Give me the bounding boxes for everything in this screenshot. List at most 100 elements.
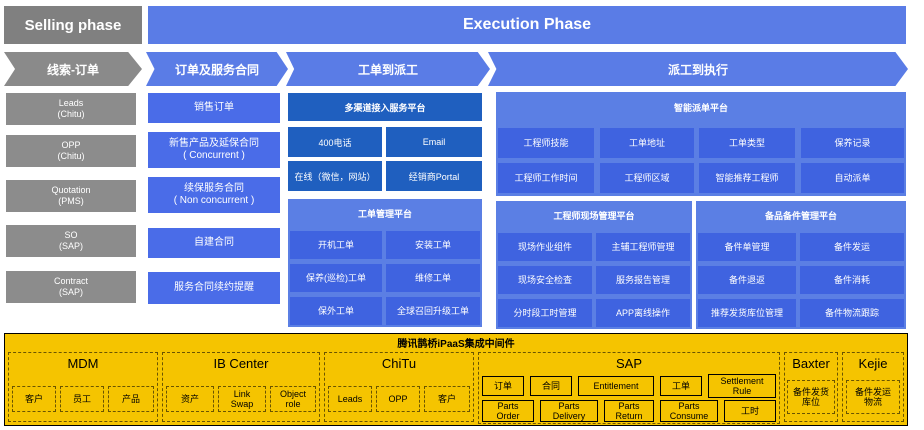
smart-item-label: 工程师技能 (523, 138, 569, 148)
workorder-item: 开机工单 (290, 231, 382, 259)
stage-label: 工单到派工 (357, 62, 418, 77)
smart-item: 工程师技能 (498, 128, 594, 158)
baxter-name: Baxter (792, 355, 830, 371)
ib-center-group (162, 352, 320, 422)
parts-item-label: 备件消耗 (833, 275, 870, 285)
ib-center-group-title: IB Center (162, 354, 320, 372)
parts-item-label: 备件物流跟踪 (824, 308, 879, 318)
parts-item: 备件发运 (800, 233, 904, 261)
execution-phase-header: Execution Phase (148, 6, 906, 44)
order-item-concurrent: 新售产品及延保合同( Concurrent ) (148, 132, 280, 168)
baxter-group-title: Baxter (784, 354, 838, 372)
sap-item-label: Parts Consume (669, 401, 709, 421)
sap-item-label: 合同 (541, 381, 560, 391)
order-item-sales-order: 销售订单 (148, 93, 280, 123)
field-item: 分时段工时管理 (498, 299, 592, 327)
smart-item-label: 智能推荐工程师 (715, 173, 779, 183)
field-item-label: APP离线操作 (615, 308, 670, 318)
ib-item-label: Object role (279, 389, 306, 409)
ib-item: Link Swap (218, 386, 266, 412)
channel-item-email: Email (386, 127, 482, 157)
sap-item: Parts Delivery (540, 400, 598, 422)
selling-item-so: SO(SAP) (6, 225, 136, 257)
smart-item-label: 工单地址 (628, 138, 665, 148)
selling-item-quotation: Quotation(PMS) (6, 180, 136, 212)
channel-platform-title-text: 多渠道接入服务平台 (344, 102, 426, 113)
workorder-label: 安装工单 (414, 240, 451, 250)
smart-item-label: 自动派单 (834, 173, 871, 183)
item-line1: 新售产品及延保合同 (169, 138, 259, 149)
kejie-item-label: 备件发运物流 (854, 387, 891, 407)
item-line1: SO (64, 230, 78, 240)
sap-item-label: 工时 (740, 406, 759, 416)
stage-label: 订单及服务合同 (174, 62, 259, 77)
ib-center-name: IB Center (213, 355, 269, 371)
mdm-item: 客户 (12, 386, 56, 412)
chitu-item-label: OPP (388, 394, 408, 404)
item-line1: 销售订单 (194, 102, 234, 113)
order-item-renewal-reminder: 服务合同续约提醒 (148, 272, 280, 304)
parts-item-label: 备件发运 (833, 242, 870, 252)
sap-group-title: SAP (478, 354, 780, 372)
sap-item: Parts Order (482, 400, 534, 422)
ipaas-middleware-title: 腾讯鹊桥iPaaS集成中间件 (4, 335, 908, 350)
kejie-name: Kejie (858, 355, 888, 371)
chitu-group-title: ChiTu (324, 354, 474, 372)
field-item-label: 主辅工程师管理 (611, 242, 675, 252)
stage-chevron-dispatch-execution: 派工到执行 (488, 52, 908, 86)
item-line1: Quotation (51, 185, 91, 195)
item-line2: ( Non concurrent ) (173, 195, 255, 206)
chitu-item-label: 客户 (437, 394, 456, 404)
kejie-group (842, 352, 904, 422)
sap-item-label: Parts Delivery (552, 401, 586, 421)
sap-item-label: Parts Order (496, 401, 520, 421)
channel-label: 经销商Portal (408, 171, 460, 182)
kejie-group-title: Kejie (842, 354, 904, 372)
field-item-label: 现场作业组件 (517, 242, 572, 252)
chitu-item: OPP (376, 386, 420, 412)
smart-item: 工程师工作时间 (498, 163, 594, 193)
selling-phase-label: Selling phase (24, 16, 122, 34)
channel-item-phone: 400电话 (288, 127, 382, 157)
smart-item-label: 保养记录 (834, 138, 871, 148)
smart-item-label: 工单类型 (728, 138, 765, 148)
workorder-item: 维修工单 (386, 264, 480, 292)
kejie-item: 备件发运物流 (846, 380, 900, 414)
channel-platform-title: 多渠道接入服务平台 (288, 93, 482, 121)
workorder-label: 保外工单 (317, 306, 354, 316)
sap-item-label: 订单 (493, 381, 512, 391)
workorder-item: 保养(巡检)工单 (290, 264, 382, 292)
mdm-item-label: 客户 (24, 394, 43, 404)
item-line1: Contract (53, 276, 88, 286)
smart-item-label: 工程师工作时间 (514, 173, 578, 183)
sap-item: Entitlement (578, 376, 654, 396)
stage-chevron-leads-order: 线索-订单 (4, 52, 142, 86)
smart-item: 工单类型 (699, 128, 795, 158)
workorder-item: 全球召回升级工单 (386, 297, 480, 325)
workorder-label: 开机工单 (317, 240, 354, 250)
smart-item: 自动派单 (801, 163, 904, 193)
field-item: 主辅工程师管理 (596, 233, 690, 261)
order-item-self-built: 自建合同 (148, 228, 280, 258)
selling-phase-header: Selling phase (4, 6, 142, 44)
chitu-item-label: Leads (337, 394, 363, 404)
sap-item: 工单 (660, 376, 702, 396)
smart-dispatch-title-text: 智能派单平台 (673, 102, 728, 113)
sap-item-label: Entitlement (593, 381, 639, 391)
item-line2: (SAP) (58, 241, 83, 251)
item-line2: (PMS) (58, 196, 84, 206)
parts-item: 备件单管理 (698, 233, 796, 261)
selling-item-contract: Contract(SAP) (6, 271, 136, 303)
order-item-non-concurrent: 续保服务合同( Non concurrent ) (148, 177, 280, 213)
channel-label: 400电话 (318, 137, 352, 148)
baxter-item: 备件发货库位 (787, 380, 835, 414)
field-item: 现场作业组件 (498, 233, 592, 261)
sap-item: Parts Return (604, 400, 654, 422)
item-line1: 续保服务合同 (184, 183, 244, 194)
workorder-label: 保养(巡检)工单 (306, 273, 366, 283)
workorder-platform-title: 工单管理平台 (288, 203, 482, 223)
field-item-label: 分时段工时管理 (513, 308, 577, 318)
ib-item: Object role (270, 386, 316, 412)
baxter-item-label: 备件发货库位 (792, 387, 829, 407)
workorder-platform-title-text: 工单管理平台 (357, 208, 412, 219)
